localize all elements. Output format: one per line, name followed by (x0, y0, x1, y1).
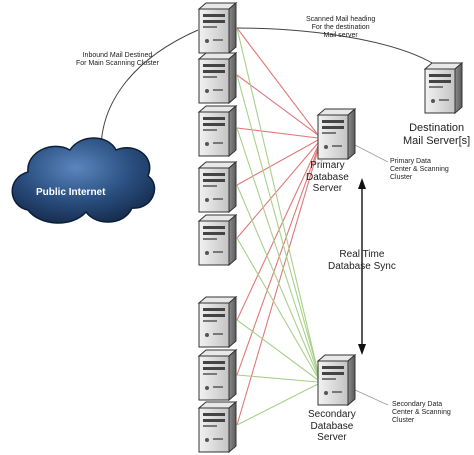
destination-mail-server-icon (424, 62, 463, 114)
sync-arrow (358, 178, 366, 355)
inbound-mail-label: Inbound Mail Destined For Main Scanning … (76, 52, 159, 68)
scanning-server-icon (198, 296, 237, 348)
secondary-dc-callout (354, 389, 389, 406)
inbound-link-line (100, 29, 199, 151)
secondary-database-server-icon (317, 354, 356, 406)
primary-dc-callout (354, 144, 389, 163)
destination-mail-server-label: Destination Mail Server[s] (403, 122, 471, 147)
primary-data-center-label: Primary Data Center & Scanning Cluster (390, 158, 449, 182)
scanning-server-icon (198, 161, 237, 213)
scanning-servers (198, 2, 237, 453)
secondary-data-center-label: Secondary Data Center & Scanning Cluster (392, 401, 451, 425)
secondary-database-server-label: Secondary Database Server (308, 409, 356, 443)
scanning-server-icon (198, 214, 237, 266)
primary-server-links (236, 27, 319, 426)
scanning-server-icon (198, 2, 237, 54)
primary-database-server-icon (317, 108, 356, 160)
scanning-server-icon (198, 105, 237, 157)
scanning-server-icon (198, 52, 237, 104)
scanned-mail-label: Scanned Mail heading For the destination… (306, 16, 376, 40)
database-sync-label: Real Time Database Sync (328, 249, 396, 272)
primary-database-server-label: Primary Database Server (306, 160, 349, 194)
cloud-label: Public Internet (36, 187, 106, 198)
outbound-link-line (236, 27, 441, 69)
secondary-server-links (236, 27, 319, 426)
scanning-server-icon (198, 401, 237, 453)
scanning-server-icon (198, 349, 237, 401)
cloud-icon (11, 137, 156, 224)
